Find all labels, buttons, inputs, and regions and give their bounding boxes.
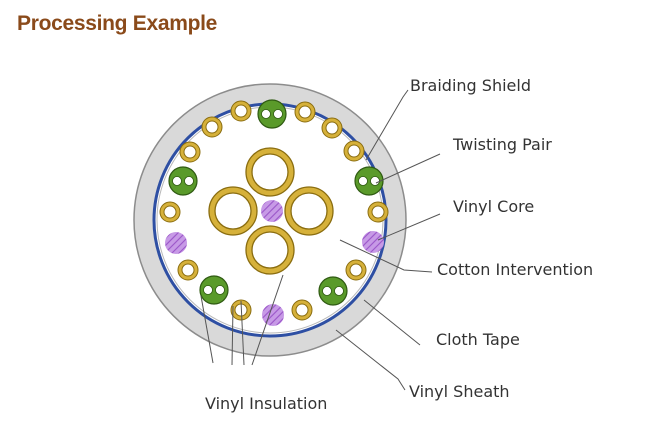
label-cloth-tape: Cloth Tape	[436, 330, 520, 349]
small-wire	[367, 201, 389, 223]
leader-vinyl-insulation	[251, 274, 284, 366]
label-vinyl-sheath: Vinyl Sheath	[409, 382, 510, 401]
twisting-pair	[168, 166, 198, 196]
leader-cotton-intervention	[339, 239, 433, 273]
small-wire	[321, 117, 343, 139]
small-wire	[230, 100, 252, 122]
central-conductor	[245, 147, 295, 197]
twisting-pair	[199, 275, 229, 305]
leader-vinyl-insulation	[240, 300, 245, 366]
central-conductors	[208, 147, 334, 275]
small-wire	[179, 141, 201, 163]
small-wire	[201, 116, 223, 138]
leader-vinyl-insulation	[231, 305, 234, 366]
label-braiding-shield: Braiding Shield	[410, 76, 531, 95]
label-twisting-pair: Twisting Pair	[452, 135, 552, 154]
label-cotton-intervention: Cotton Intervention	[437, 260, 593, 279]
leader-vinyl-sheath	[335, 329, 406, 391]
small-wire	[291, 299, 313, 321]
small-wire	[177, 259, 199, 281]
small-wire	[294, 101, 316, 123]
leader-lines	[200, 89, 441, 391]
central-conductor	[208, 186, 258, 236]
twisting-pairs	[168, 99, 384, 306]
twisting-pair	[354, 166, 384, 196]
leader-cloth-tape	[363, 299, 421, 346]
central-conductor	[245, 225, 295, 275]
leader-braiding-shield	[365, 89, 409, 161]
small-wire	[343, 140, 365, 162]
central-conductor	[284, 186, 334, 236]
small-wire	[159, 201, 181, 223]
label-vinyl-core: Vinyl Core	[453, 197, 534, 216]
page-title: Processing Example	[17, 12, 218, 35]
twisting-pair	[318, 276, 348, 306]
vinyl-core	[262, 304, 284, 326]
label-vinyl-insulation: Vinyl Insulation	[205, 394, 327, 413]
twisting-pair	[257, 99, 287, 129]
leader-vinyl-insulation	[200, 295, 214, 364]
small-wire	[345, 259, 367, 281]
vinyl-core	[362, 231, 384, 253]
leader-vinyl-core	[377, 213, 441, 241]
small-insulated-wires	[159, 100, 389, 321]
vinyl-core	[261, 200, 283, 222]
leader-twisting-pair	[375, 153, 441, 184]
vinyl-core	[165, 232, 187, 254]
